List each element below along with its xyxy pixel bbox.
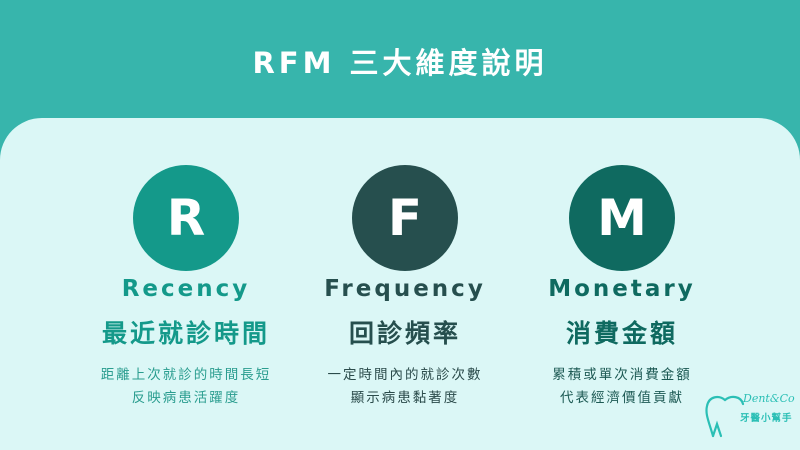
page-title: RFM 三大維度說明 xyxy=(252,46,548,80)
recency-english: Recency xyxy=(121,276,251,302)
logo-brand: Dent&Co xyxy=(743,392,795,405)
monetary-chinese: 消費金額 xyxy=(565,319,678,348)
recency-desc-line: 距離上次就診的時間長短 xyxy=(100,367,272,383)
frequency-desc-line: 顯示病患黏著度 xyxy=(350,390,460,406)
frequency-desc-line: 一定時間內的就診次數 xyxy=(327,367,483,383)
monetary-badge: M xyxy=(569,165,675,271)
recency-column: R Recency 最近就診時間 距離上次就診的時間長短 反映病患活躍度 xyxy=(76,165,296,410)
recency-badge: R xyxy=(133,165,239,271)
frequency-english: Frequency xyxy=(324,276,486,302)
recency-desc-line: 反映病患活躍度 xyxy=(131,390,241,406)
logo-subtitle: 牙醫小幫手 xyxy=(740,413,793,424)
tooth-icon xyxy=(705,395,745,438)
frequency-badge: F xyxy=(352,165,458,271)
frequency-column: F Frequency 回診頻率 一定時間內的就診次數 顯示病患黏著度 xyxy=(295,165,515,410)
monetary-english: Monetary xyxy=(548,276,696,302)
frequency-chinese: 回診頻率 xyxy=(348,319,461,348)
recency-chinese: 最近就診時間 xyxy=(101,319,270,348)
monetary-desc-line: 代表經濟價值貢獻 xyxy=(560,390,684,406)
brand-logo: Dent&Co 牙醫小幫手 xyxy=(705,392,795,442)
monetary-column: M Monetary 消費金額 累積或單次消費金額 代表經濟價值貢獻 xyxy=(512,165,732,410)
monetary-desc-line: 累積或單次消費金額 xyxy=(552,367,692,383)
